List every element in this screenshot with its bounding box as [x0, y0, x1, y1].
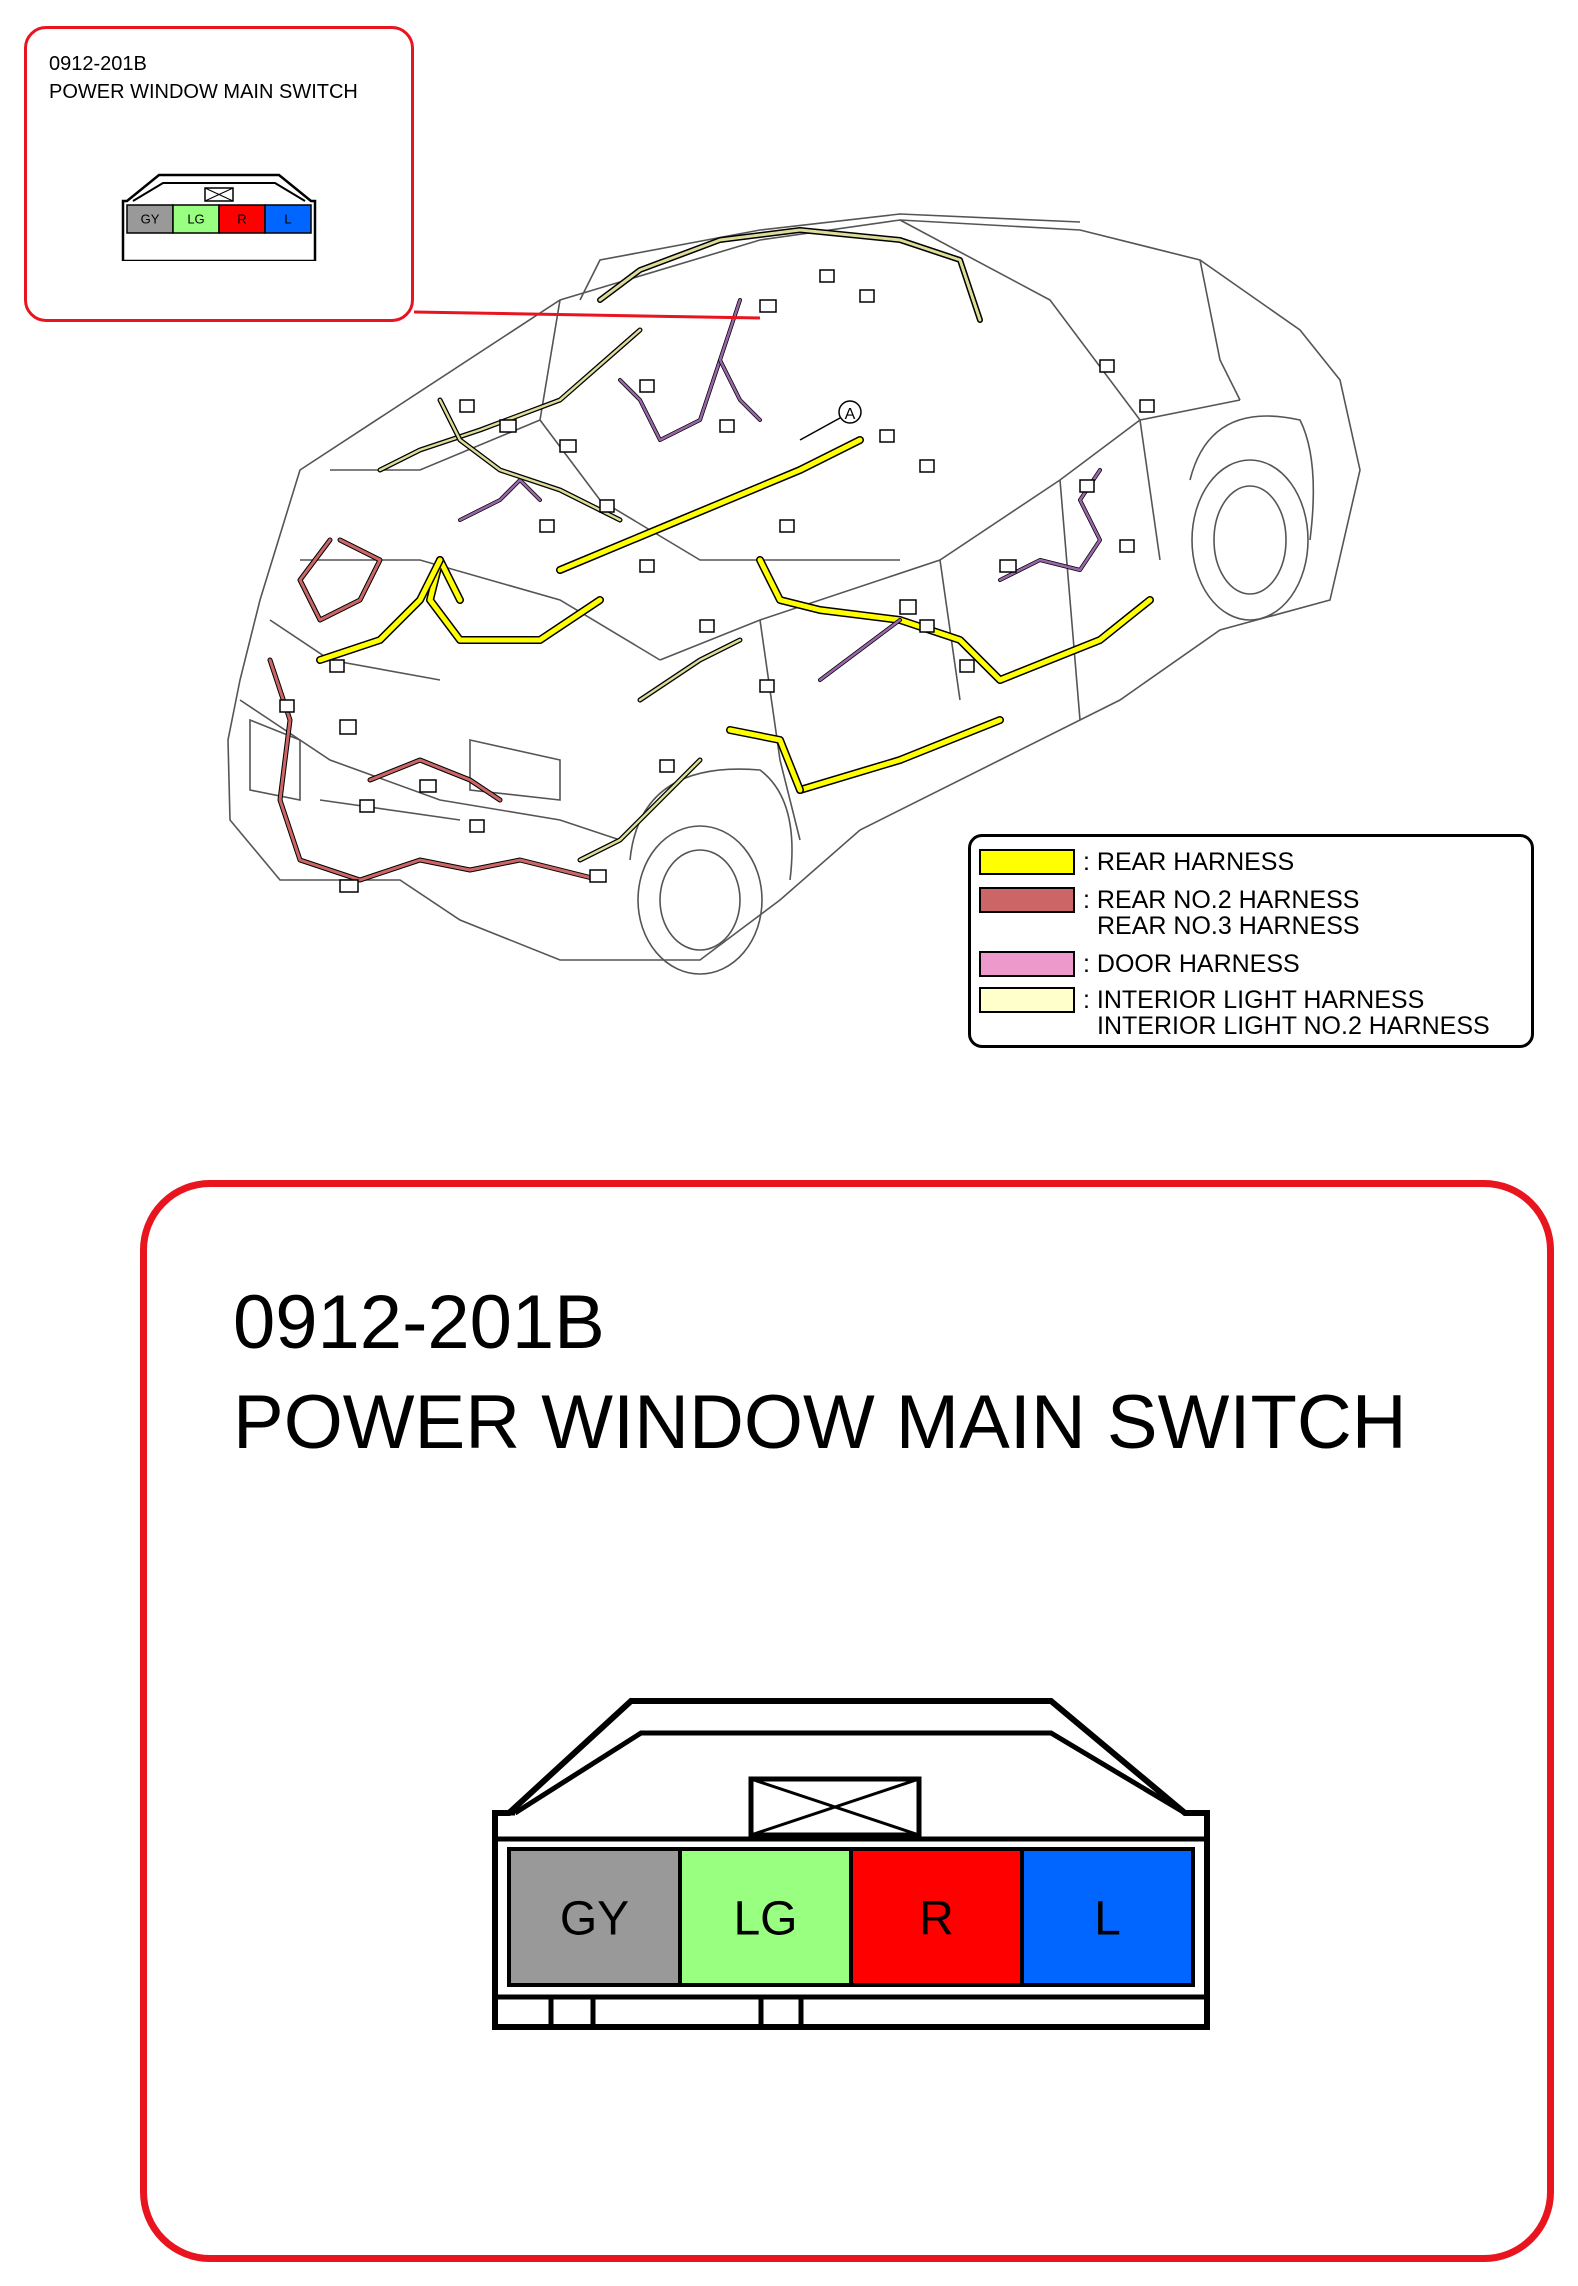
legend-swatch	[979, 849, 1075, 875]
legend-label: : INTERIOR LIGHT HARNESS	[1083, 986, 1425, 1014]
legend-label: : REAR HARNESS	[1083, 848, 1295, 876]
connector-blocks	[279, 269, 1155, 893]
legend-swatch	[979, 951, 1075, 977]
legend-label-continued: INTERIOR LIGHT NO.2 HARNESS	[1097, 1012, 1490, 1040]
pin-label-l: L	[284, 212, 291, 227]
connector-code-large: 0912-201B	[233, 1280, 605, 1365]
pin-label-r: R	[919, 1892, 954, 1945]
pin-label-l: L	[1094, 1892, 1121, 1945]
pin-label-gy: GY	[141, 212, 160, 227]
pin-cell-gy	[507, 1847, 682, 1987]
pin-cell-lg	[172, 204, 220, 234]
legend-label: : DOOR HARNESS	[1083, 950, 1300, 978]
harness-wiring	[267, 227, 1154, 883]
pin-cell-l	[1020, 1847, 1195, 1987]
connector-name-large: POWER WINDOW MAIN SWITCH	[233, 1380, 1407, 1465]
legend-label-continued: REAR NO.3 HARNESS	[1097, 912, 1360, 940]
connector-face-small: GY LG R L	[121, 173, 317, 261]
legend-swatch	[979, 887, 1075, 913]
connector-code-small: 0912-201B	[49, 53, 147, 75]
pin-label-lg: LG	[187, 212, 204, 227]
connector-face-large: GY LG R L	[492, 1698, 1210, 2030]
callout-leader-line	[413, 310, 761, 320]
harness-color-legend: : REAR HARNESS : REAR NO.2 HARNESS REAR …	[968, 834, 1534, 1048]
connector-callout-large: 0912-201B POWER WINDOW MAIN SWITCH GY LG R…	[140, 1180, 1554, 2262]
pin-label-r: R	[237, 212, 246, 227]
marker-label: A	[845, 406, 856, 423]
pin-cell-lg	[678, 1847, 853, 1987]
pin-label-gy: GY	[560, 1892, 629, 1945]
pin-label-lg: LG	[733, 1892, 797, 1945]
pin-cell-l	[264, 204, 312, 234]
location-marker-a: A	[799, 400, 862, 441]
legend-label: : REAR NO.2 HARNESS	[1083, 886, 1360, 914]
pin-cell-gy	[126, 204, 174, 234]
connector-name-small: POWER WINDOW MAIN SWITCH	[49, 81, 358, 103]
connector-callout-small: 0912-201B POWER WINDOW MAIN SWITCH GY LG R…	[24, 26, 414, 322]
vehicle-harness-illustration: A	[227, 213, 1361, 975]
legend-swatch	[979, 987, 1075, 1013]
